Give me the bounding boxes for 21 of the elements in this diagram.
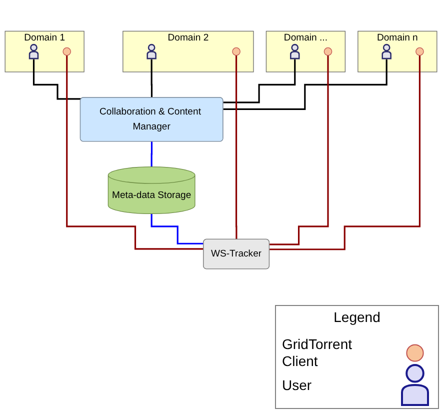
node-circle <box>324 47 332 56</box>
legend-label: GridTorrent Client <box>282 336 354 370</box>
connector <box>150 140 153 168</box>
cluster: Domain n <box>358 30 438 72</box>
legend-title: Legend <box>334 309 380 325</box>
connector <box>32 58 82 100</box>
cluster: Domain 2 <box>122 30 254 72</box>
connector <box>150 58 153 99</box>
connector <box>236 54 238 240</box>
connector <box>223 58 388 110</box>
connector <box>270 54 329 246</box>
connector <box>150 212 204 244</box>
connector <box>270 54 420 250</box>
node-circle <box>62 47 72 56</box>
node-circle <box>232 47 240 56</box>
node-circle <box>416 47 424 56</box>
legend-label: User <box>282 376 312 394</box>
connector <box>66 54 204 250</box>
connector <box>223 58 296 104</box>
cluster: Domain ... <box>266 30 346 72</box>
cluster: Domain 1 <box>4 30 84 72</box>
